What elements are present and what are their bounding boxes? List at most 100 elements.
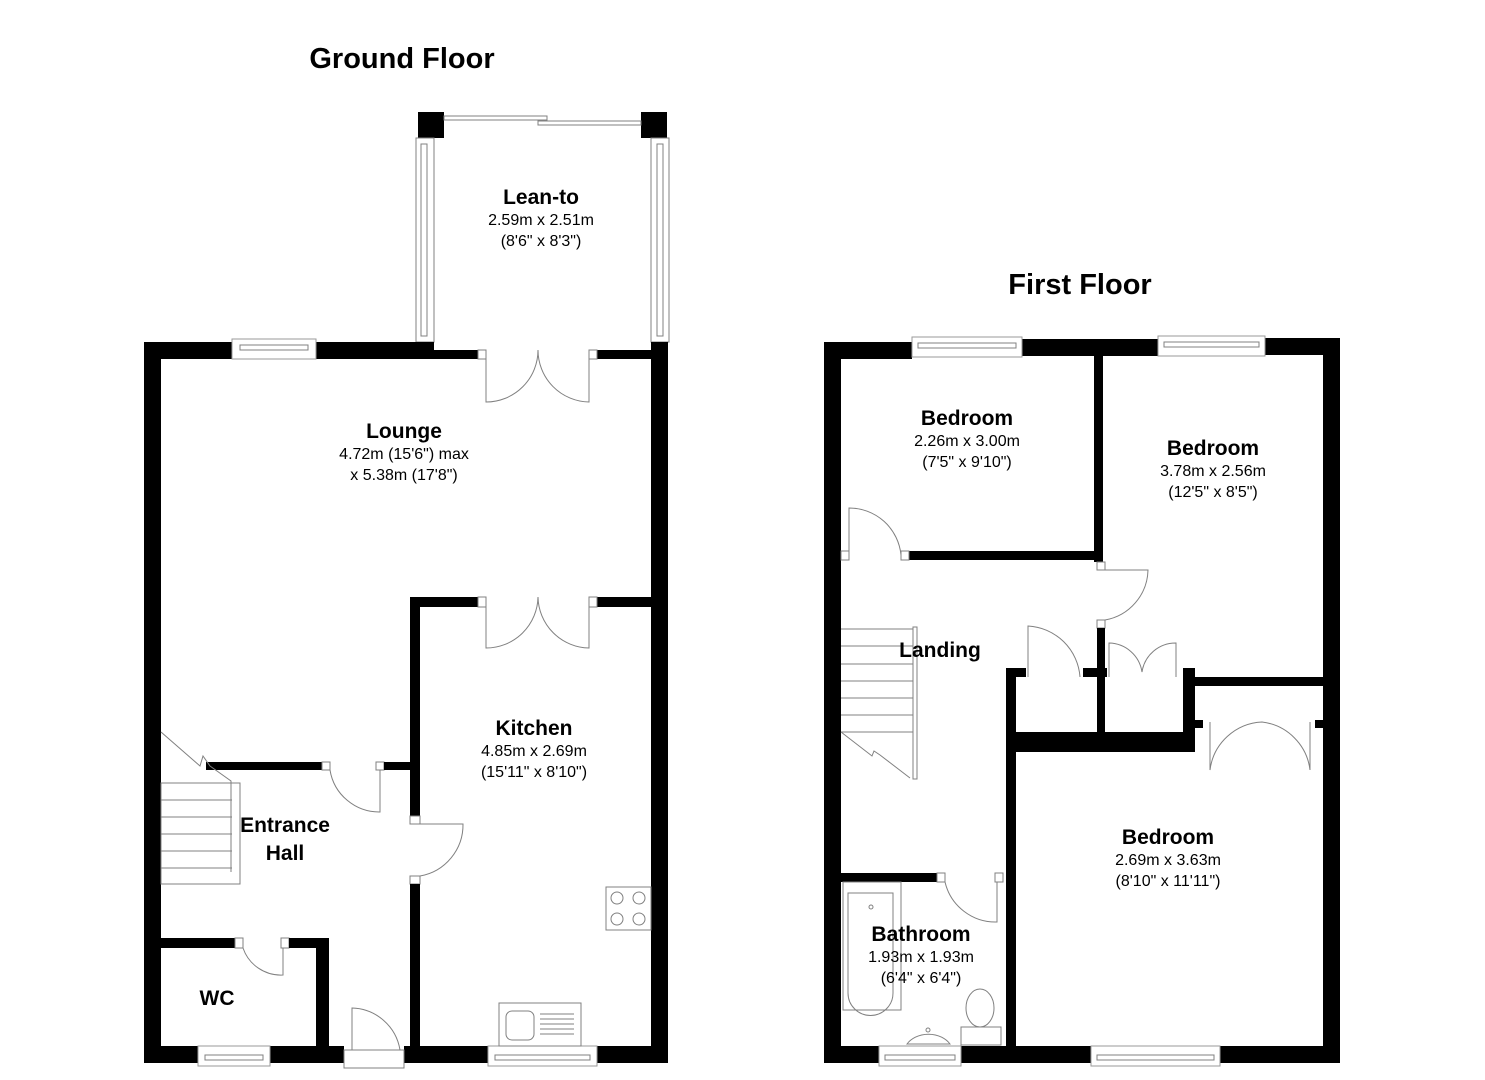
leanto-post-right bbox=[641, 112, 667, 138]
wall bbox=[410, 597, 478, 607]
wall bbox=[404, 1046, 488, 1063]
wall bbox=[1315, 720, 1323, 728]
floor-title-ground: Ground Floor bbox=[309, 43, 495, 75]
wall bbox=[434, 350, 478, 359]
room-label-bedroom-1: Bedroom 2.26m x 3.00m (7'5" x 9'10") bbox=[914, 406, 1020, 473]
toilet-icon bbox=[960, 988, 1002, 1046]
door-jamb bbox=[840, 550, 850, 561]
room-name: Landing bbox=[899, 639, 981, 662]
window-pane bbox=[204, 1054, 264, 1061]
wall bbox=[410, 597, 420, 817]
door-jamb bbox=[936, 872, 946, 883]
room-name: WC bbox=[199, 987, 235, 1010]
wall bbox=[270, 1046, 344, 1063]
wall bbox=[651, 342, 668, 1063]
front-door-swing bbox=[351, 1007, 401, 1051]
door-jamb bbox=[1096, 561, 1106, 571]
door-jamb bbox=[588, 596, 598, 608]
window-pane bbox=[884, 1054, 956, 1061]
ground-floor-plan bbox=[144, 112, 670, 1069]
room-name: Bathroom bbox=[871, 923, 971, 946]
wall bbox=[1323, 338, 1340, 1063]
wall bbox=[597, 1046, 668, 1063]
room-dim-imperial: (15'11" x 8'10") bbox=[480, 764, 588, 781]
door-jamb bbox=[900, 550, 910, 561]
window-pane bbox=[1163, 341, 1260, 348]
wall bbox=[316, 938, 329, 1048]
room-label-landing: Landing bbox=[899, 638, 981, 663]
wall bbox=[144, 1046, 198, 1063]
staircase bbox=[160, 731, 241, 885]
bedroom-door-swing bbox=[848, 507, 902, 556]
room-label-lean-to: Lean-to 2.59m x 2.51m (8'6" x 8'3") bbox=[488, 185, 594, 252]
wall bbox=[1195, 720, 1203, 728]
wall bbox=[824, 342, 841, 1063]
floor-title-first: First Floor bbox=[1008, 269, 1152, 301]
room-dim-metric: 2.69m x 3.63m bbox=[1115, 852, 1221, 869]
wall bbox=[909, 551, 1103, 560]
cupboard-door-swing bbox=[1108, 642, 1177, 677]
wall bbox=[1083, 668, 1107, 677]
room-name: Bedroom bbox=[1166, 437, 1260, 460]
bathroom-door-swing bbox=[944, 881, 998, 923]
leanto-post-left bbox=[418, 112, 444, 138]
wall bbox=[161, 938, 235, 948]
wc-door-swing bbox=[242, 947, 284, 976]
door-jamb bbox=[375, 761, 385, 771]
hob-icon bbox=[605, 886, 652, 931]
window-pane bbox=[239, 344, 309, 351]
wardrobe-door-swing bbox=[1209, 721, 1311, 771]
wall bbox=[289, 938, 329, 948]
room-dim-metric: 3.78m x 2.56m bbox=[1160, 463, 1266, 480]
room-name-line2: Hall bbox=[265, 842, 305, 865]
door-jamb bbox=[409, 875, 421, 885]
wall bbox=[144, 342, 161, 1063]
room-name: Lean-to bbox=[503, 186, 579, 209]
window-pane bbox=[1096, 1054, 1215, 1061]
room-name: Bedroom bbox=[920, 407, 1014, 430]
leanto-glazing-left-inner bbox=[420, 143, 428, 337]
wall bbox=[1097, 628, 1105, 736]
wall bbox=[384, 762, 410, 770]
cupboard-door-swing bbox=[1027, 625, 1081, 678]
front-door-threshold bbox=[343, 1049, 405, 1069]
room-dim-imperial: x 5.38m (17'8") bbox=[350, 467, 458, 484]
wall bbox=[1265, 338, 1340, 355]
bedroom-door-swing bbox=[1104, 569, 1149, 621]
wall bbox=[841, 873, 937, 882]
wall bbox=[1183, 668, 1195, 748]
wall bbox=[206, 762, 322, 770]
room-dim-metric: 4.72m (15'6") max bbox=[339, 446, 469, 463]
room-name: Lounge bbox=[366, 420, 442, 443]
room-dim-imperial: (12'5" x 8'5") bbox=[1168, 484, 1258, 501]
bath-icon bbox=[842, 881, 902, 1016]
leanto-glazing-top-left bbox=[443, 115, 548, 121]
room-dim-metric: 4.85m x 2.69m bbox=[481, 743, 587, 760]
french-door-swing bbox=[485, 349, 590, 403]
wall bbox=[316, 342, 434, 359]
room-label-bedroom-2: Bedroom 3.78m x 2.56m (12'5" x 8'5") bbox=[1160, 436, 1266, 503]
wall bbox=[1006, 732, 1195, 752]
room-label-kitchen: Kitchen 4.85m x 2.69m (15'11" x 8'10") bbox=[481, 716, 587, 783]
staircase bbox=[840, 626, 918, 780]
door-jamb bbox=[234, 937, 244, 949]
hall-door-swing bbox=[329, 769, 381, 813]
kitchen-door-swing bbox=[419, 823, 464, 877]
room-dim-imperial: (7'5" x 9'10") bbox=[922, 454, 1012, 471]
wall bbox=[1006, 668, 1016, 1058]
wall bbox=[1220, 1046, 1340, 1063]
wall bbox=[1022, 339, 1158, 356]
wall bbox=[961, 1046, 1091, 1063]
first-floor-plan bbox=[824, 335, 1340, 1067]
sink-icon bbox=[498, 1002, 582, 1047]
room-dim-imperial: (8'6" x 8'3") bbox=[500, 233, 582, 250]
door-jamb bbox=[994, 872, 1004, 883]
door-jamb bbox=[409, 815, 421, 825]
room-label-bedroom-3: Bedroom 2.69m x 3.63m (8'10" x 11'11") bbox=[1115, 825, 1221, 892]
window-pane bbox=[494, 1054, 591, 1061]
door-jamb bbox=[588, 349, 598, 360]
room-label-wc: WC bbox=[200, 986, 235, 1011]
door-jamb bbox=[1096, 619, 1106, 629]
wall bbox=[597, 597, 651, 607]
wall bbox=[597, 350, 651, 359]
